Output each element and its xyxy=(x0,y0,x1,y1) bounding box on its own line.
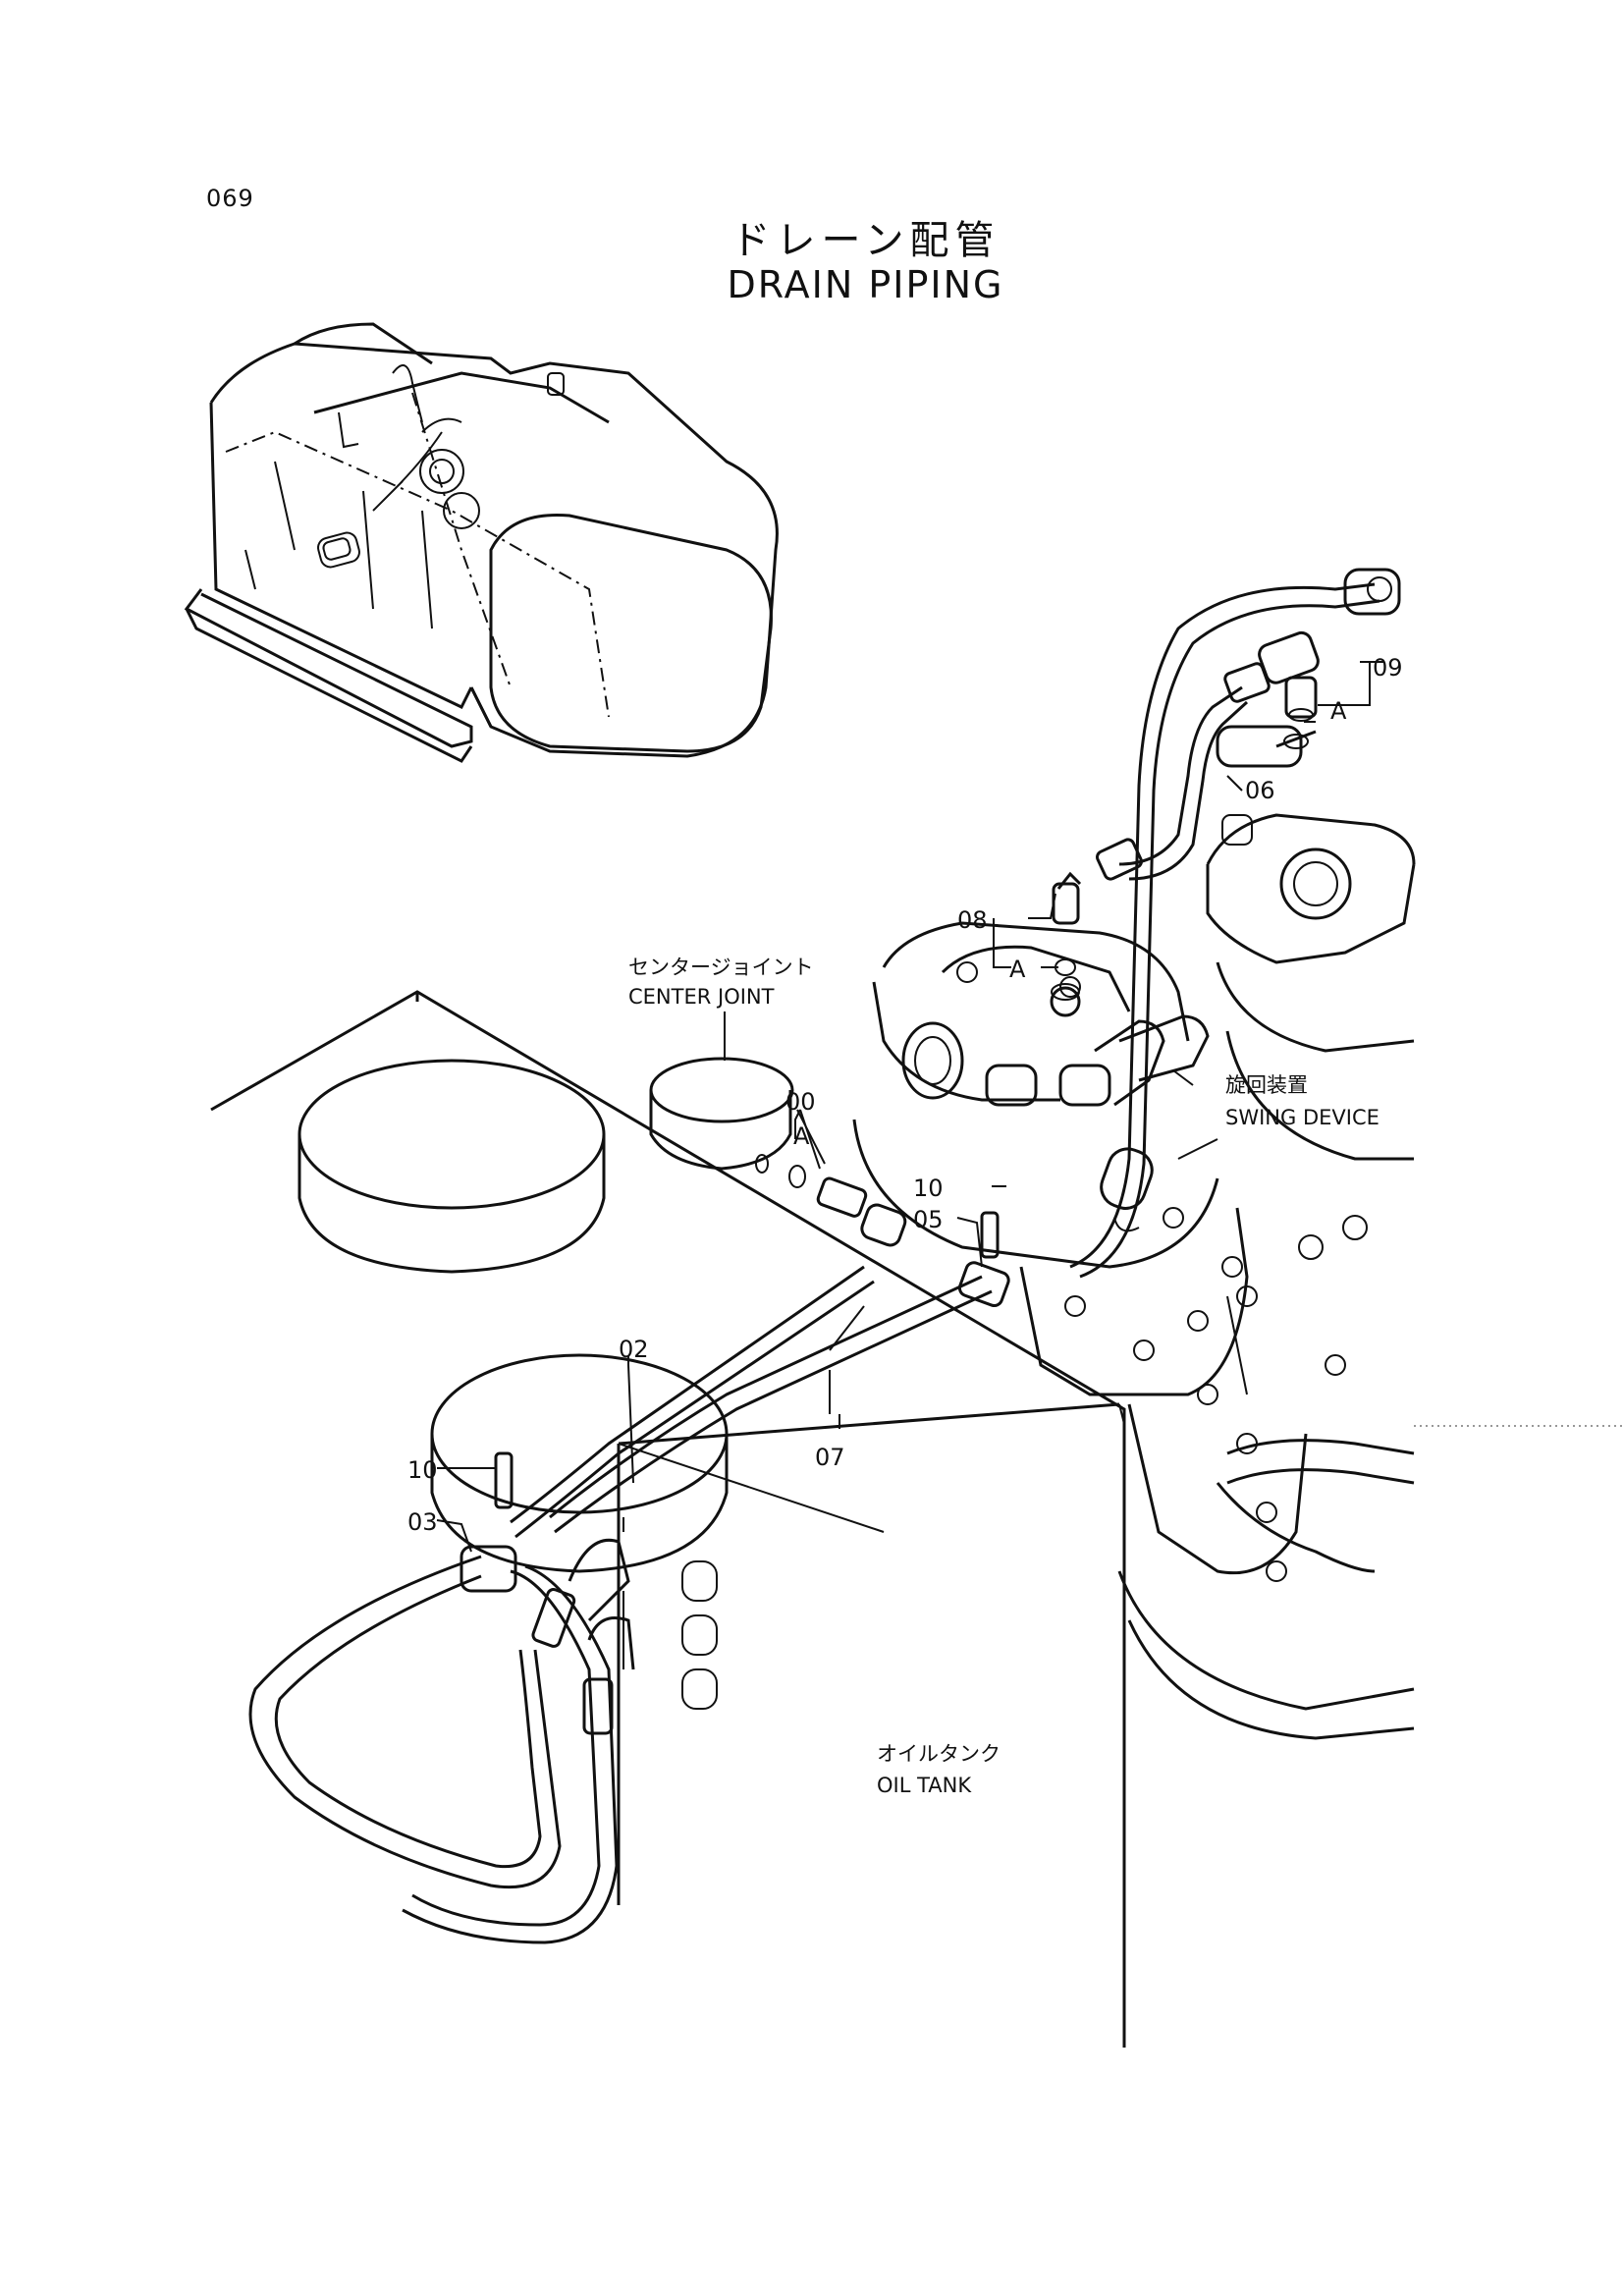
detail-a-marker-middle: A xyxy=(1009,956,1026,983)
callout-09: 09 xyxy=(1373,654,1403,682)
callout-07: 07 xyxy=(815,1444,845,1471)
detail-a-marker-left: A xyxy=(793,1122,810,1150)
component-labels: センタージョイント CENTER JOINT 旋回装置 SWING DEVICE… xyxy=(628,956,1380,1797)
oil-tank-label: OIL TANK xyxy=(877,1774,972,1797)
oil-tank-illustration xyxy=(210,990,1126,2048)
callout-10-upper: 10 xyxy=(913,1175,944,1202)
swing-device-label: SWING DEVICE xyxy=(1225,1106,1380,1129)
swing-device-label-jp: 旋回装置 xyxy=(1225,1073,1308,1097)
leader-lines xyxy=(436,661,1384,1553)
page-title: DRAIN PIPING xyxy=(727,263,1004,306)
page-number: 069 xyxy=(206,185,254,212)
oil-tank-label-jp: オイルタンク xyxy=(877,1742,1001,1766)
overview-inset-illustration xyxy=(184,322,779,763)
center-joint-label-jp: センタージョイント xyxy=(628,956,814,979)
callout-10-lower: 10 xyxy=(407,1456,438,1484)
callout-08: 08 xyxy=(957,906,988,934)
callout-labels: 09 A 06 08 A 00 A 10 05 02 07 10 03 xyxy=(407,654,1403,1536)
callout-03: 03 xyxy=(407,1508,438,1536)
page-title-japanese: ドレーン配管 xyxy=(730,218,1001,263)
center-joint-label: CENTER JOINT xyxy=(628,985,775,1009)
callout-00: 00 xyxy=(785,1088,816,1116)
drain-hoses xyxy=(248,582,1380,1944)
callout-05: 05 xyxy=(913,1206,944,1233)
callout-02: 02 xyxy=(619,1336,649,1363)
callout-06: 06 xyxy=(1245,777,1275,804)
detail-a-marker-top: A xyxy=(1330,697,1347,725)
swing-device-illustration xyxy=(852,813,1416,1740)
